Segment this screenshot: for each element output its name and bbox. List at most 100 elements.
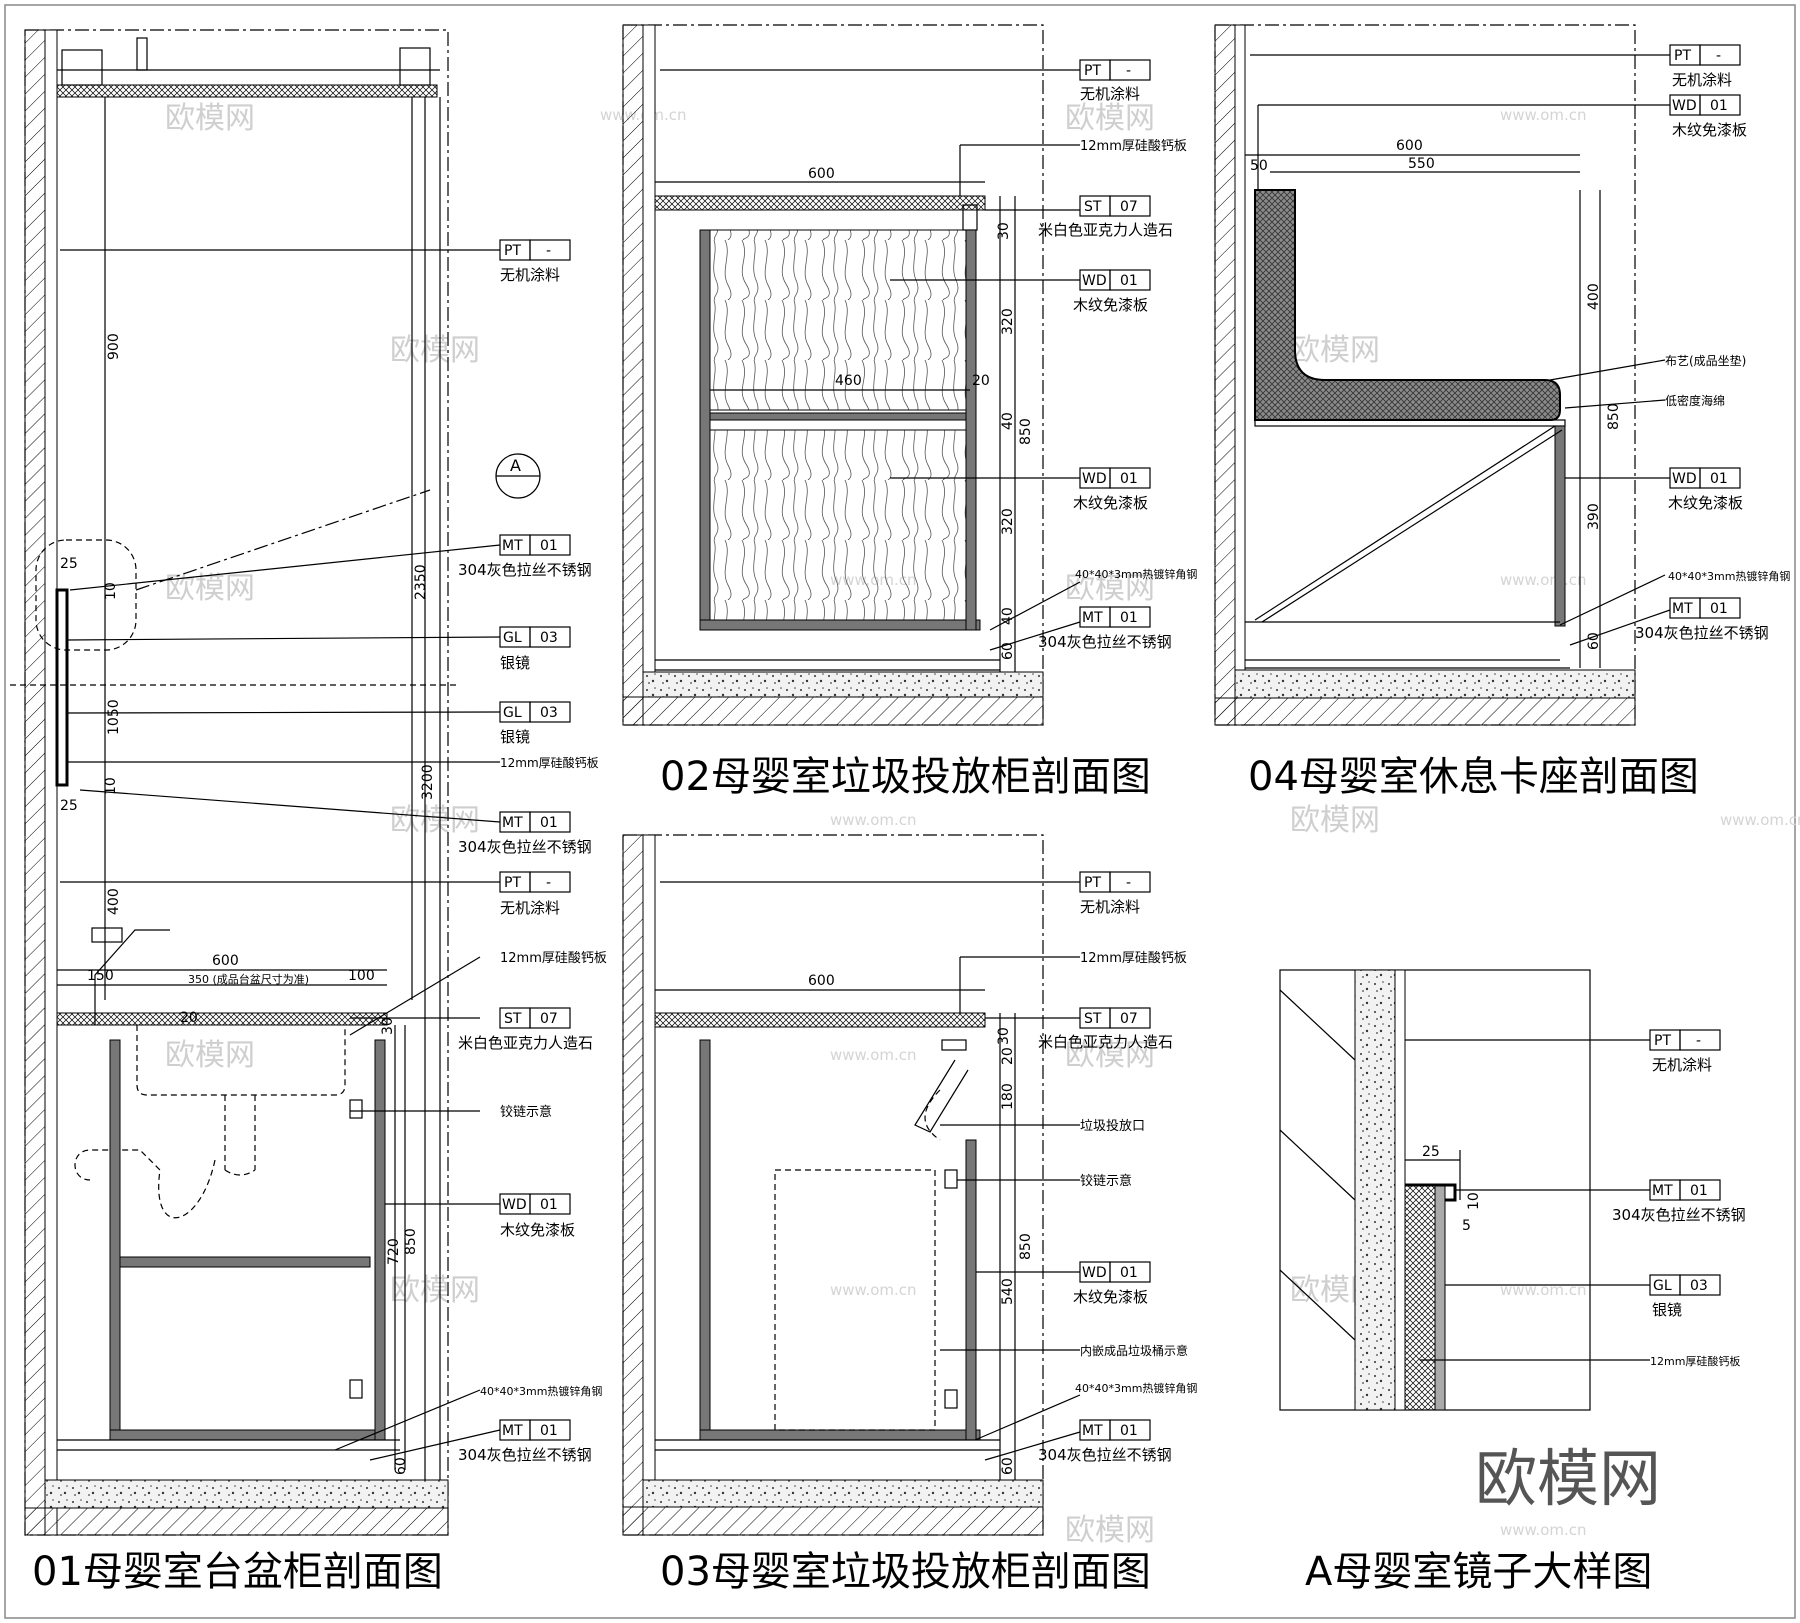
seat-cushion [1254, 189, 1561, 421]
wall-hatch [24, 29, 46, 1536]
svg-text:www.om.cn: www.om.cn [830, 1281, 917, 1299]
svg-text:12mm厚硅酸钙板: 12mm厚硅酸钙板 [1080, 139, 1187, 154]
title-sA: A母婴室镜子大样图 [1305, 1549, 1652, 1595]
svg-text:欧模网: 欧模网 [390, 1273, 480, 1308]
section-01: A 900 2350 3200 1050 [10, 29, 607, 1595]
svg-text:12mm厚硅酸钙板: 12mm厚硅酸钙板 [1080, 951, 1187, 966]
svg-text:MT: MT [502, 538, 523, 554]
tag-wd01: WD 01 木纹免漆板 [1073, 1261, 1151, 1306]
faucet [94, 929, 170, 1025]
svg-text:米白色亚克力人造石: 米白色亚克力人造石 [458, 1034, 593, 1052]
section-03: 600 30 20 180 540 850 60 PT- 无机涂料 12mm厚硅… [622, 834, 1197, 1595]
diagonal-brace [1254, 425, 1556, 621]
svg-text:PT: PT [504, 875, 521, 891]
svg-text:600: 600 [212, 953, 239, 969]
svg-text:WD: WD [1082, 1265, 1107, 1281]
svg-text:欧模网: 欧模网 [165, 571, 255, 606]
svg-text:无机涂料: 无机涂料 [500, 899, 560, 917]
svg-text:550: 550 [1408, 156, 1435, 172]
title-s03: 03母婴室垃圾投放柜剖面图 [660, 1549, 1151, 1595]
svg-text:12mm厚硅酸钙板: 12mm厚硅酸钙板 [500, 755, 599, 770]
svg-text:1050: 1050 [106, 699, 122, 735]
svg-text:米白色亚克力人造石: 米白色亚克力人造石 [1038, 221, 1173, 239]
svg-text:www.om.cn: www.om.cn [830, 811, 917, 829]
svg-text:600: 600 [808, 166, 835, 182]
svg-text:-: - [1696, 1033, 1701, 1049]
svg-text:20: 20 [972, 373, 990, 389]
svg-text:304灰色拉丝不锈钢: 304灰色拉丝不锈钢 [1635, 624, 1769, 642]
svg-text:米白色亚克力人造石: 米白色亚克力人造石 [1038, 1033, 1173, 1051]
svg-text:-: - [1126, 875, 1131, 891]
svg-text:850: 850 [1018, 1233, 1034, 1260]
svg-text:350 (成品台盆尺寸为准): 350 (成品台盆尺寸为准) [188, 972, 309, 986]
svg-text:304灰色拉丝不锈钢: 304灰色拉丝不锈钢 [458, 561, 592, 579]
tag-pt: PT- 无机涂料 [1649, 1029, 1721, 1074]
svg-text:01: 01 [1710, 98, 1728, 114]
svg-text:www.om.cn: www.om.cn [1500, 106, 1587, 124]
svg-text:720: 720 [386, 1238, 402, 1265]
svg-text:ST: ST [1084, 199, 1102, 215]
svg-text:5: 5 [1462, 1218, 1471, 1234]
svg-text:欧模网: 欧模网 [390, 803, 480, 838]
svg-text:布艺(成品坐垫): 布艺(成品坐垫) [1665, 353, 1746, 368]
svg-text:25: 25 [1422, 1144, 1440, 1160]
svg-text:MT: MT [502, 1423, 523, 1439]
svg-text:01: 01 [1120, 273, 1138, 289]
svg-text:540: 540 [1000, 1278, 1016, 1305]
svg-text:GL: GL [503, 705, 522, 721]
svg-text:400: 400 [106, 888, 122, 915]
svg-text:欧模网: 欧模网 [165, 101, 255, 136]
svg-text:木纹免漆板: 木纹免漆板 [1073, 1288, 1148, 1306]
svg-text:木纹免漆板: 木纹免漆板 [1073, 494, 1148, 512]
svg-text:50: 50 [1250, 158, 1268, 174]
svg-text:银镜: 银镜 [1652, 1301, 1682, 1319]
svg-text:3200: 3200 [420, 764, 436, 800]
svg-text:850: 850 [403, 1228, 419, 1255]
steel-trim [1405, 1183, 1457, 1202]
svg-text:07: 07 [1120, 1011, 1138, 1027]
svg-text:40*40*3mm热镀锌角钢: 40*40*3mm热镀锌角钢 [1668, 569, 1790, 583]
svg-text:25: 25 [60, 556, 78, 572]
svg-text:07: 07 [1120, 199, 1138, 215]
svg-text:400: 400 [1586, 283, 1602, 310]
svg-text:www.om.cn: www.om.cn [1500, 1281, 1587, 1299]
svg-text:390: 390 [1586, 503, 1602, 530]
svg-text:180: 180 [1000, 1083, 1016, 1110]
svg-text:40*40*3mm热镀锌角钢: 40*40*3mm热镀锌角钢 [1075, 1381, 1197, 1395]
svg-text:PT: PT [1674, 48, 1691, 64]
svg-text:30: 30 [996, 222, 1012, 240]
svg-text:欧模网: 欧模网 [1065, 1513, 1155, 1548]
tag-pt: PT- 无机涂料 [499, 239, 571, 284]
svg-text:无机涂料: 无机涂料 [1080, 898, 1140, 916]
svg-text:www.om.cn: www.om.cn [830, 1046, 917, 1064]
svg-text:PT: PT [1654, 1033, 1671, 1049]
svg-text:60: 60 [1586, 632, 1602, 650]
svg-text:01: 01 [1120, 1265, 1138, 1281]
svg-text:铰链示意: 铰链示意 [1080, 1173, 1132, 1189]
title-s01: 01母婴室台盆柜剖面图 [32, 1549, 443, 1595]
svg-text:01: 01 [1120, 1423, 1138, 1439]
svg-text:12mm厚硅酸钙板: 12mm厚硅酸钙板 [1650, 1354, 1740, 1368]
svg-text:150: 150 [87, 968, 114, 984]
svg-text:MT: MT [1082, 1423, 1103, 1439]
svg-text:无机涂料: 无机涂料 [1672, 71, 1732, 89]
svg-text:40: 40 [1000, 412, 1016, 430]
svg-text:03: 03 [1690, 1278, 1708, 1294]
svg-text:-: - [1716, 48, 1721, 64]
svg-text:304灰色拉丝不锈钢: 304灰色拉丝不锈钢 [458, 1446, 592, 1464]
svg-text:03: 03 [540, 630, 558, 646]
tag-st07: ST 07 米白色亚克力人造石 [1038, 195, 1173, 239]
watermarks: 欧模网 欧模网 欧模网 欧模网 欧模网 欧模网 欧模网 欧模网 欧模网 欧模网 … [165, 101, 1800, 1548]
mirror-glass [1434, 1184, 1446, 1411]
svg-text:01: 01 [540, 815, 558, 831]
svg-text:WD: WD [1672, 471, 1697, 487]
